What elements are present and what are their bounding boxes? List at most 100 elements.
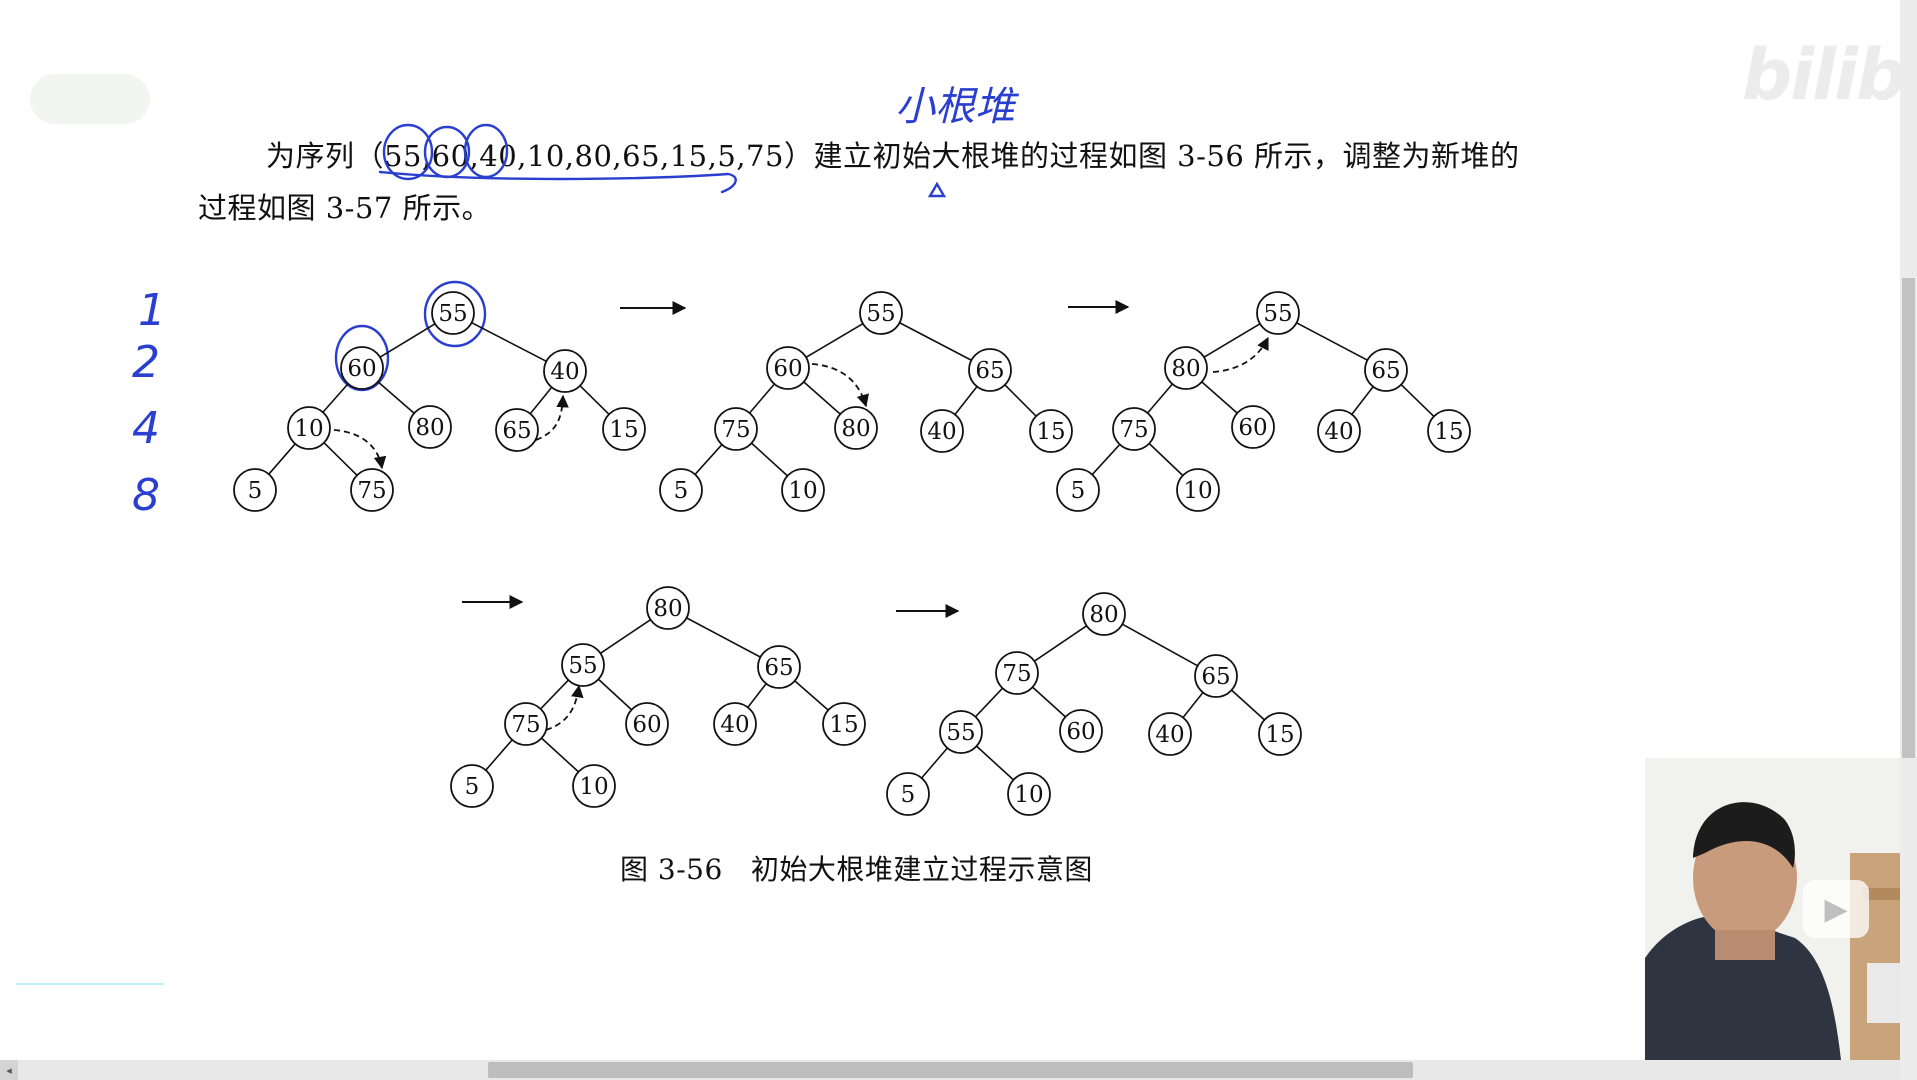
document-page: bilibili 为序列（55,60,40,10,80,65,15,5,75）建… [16, 34, 1917, 985]
heap-node-value: 60 [632, 712, 661, 738]
scroll-left-arrow-icon[interactable]: ◂ [0, 1060, 18, 1080]
heap-node-value: 40 [927, 419, 956, 445]
heap-node-circle [646, 586, 690, 630]
swap-arrow [333, 429, 387, 470]
play-icon[interactable]: ▶ [1803, 880, 1869, 938]
heap-node-circle [1231, 405, 1275, 449]
tree-edge [1400, 384, 1435, 417]
ink-circle-55 [382, 123, 434, 181]
heap-node-value: 65 [1201, 664, 1230, 690]
vertical-scrollbar-thumb[interactable] [1902, 278, 1915, 758]
heap-node-value: 75 [511, 712, 540, 738]
level-count-1: 1 [138, 285, 166, 336]
heap-node-value: 5 [1071, 478, 1086, 504]
tree-edge [322, 383, 349, 413]
heap-node-circle [713, 702, 757, 746]
heap-node-circle [968, 348, 1012, 392]
heap-node: 65 [1364, 348, 1408, 392]
level-count-2: 2 [132, 337, 160, 388]
heap-node: 15 [1029, 409, 1073, 453]
tree-edge [540, 679, 569, 710]
tree-edge [599, 619, 652, 654]
heap-node-value: 80 [841, 416, 870, 442]
heap-node-value: 15 [1036, 419, 1065, 445]
text-line2: 过程如图 3-57 所示。 [198, 191, 492, 225]
vertical-scrollbar[interactable] [1900, 0, 1917, 1080]
heap-node: 40 [543, 349, 587, 393]
heap-node-circle [886, 772, 930, 816]
tree-edge [974, 687, 1004, 718]
heap-node-circle [602, 407, 646, 451]
heap-node-circle [287, 406, 331, 450]
heap-node-circle [1056, 468, 1100, 512]
heap-node: 80 [408, 405, 452, 449]
handwriting-layer: 小根堆 1 2 4 8 [132, 84, 1020, 521]
heap-node-value: 5 [674, 478, 689, 504]
heap-node-value: 40 [720, 712, 749, 738]
horizontal-scrollbar-thumb[interactable] [488, 1062, 1413, 1078]
tree-edge [747, 683, 767, 708]
heap-node: 55 [561, 643, 605, 687]
heap-node: 75 [350, 468, 394, 512]
heap-node-value: 10 [579, 774, 608, 800]
heap-node-circle [504, 702, 548, 746]
tree-edge [921, 747, 948, 779]
heap-node-value: 55 [438, 301, 467, 327]
ink-caret [927, 181, 947, 198]
heap-node-circle [1007, 772, 1051, 816]
heap-node-circle [1164, 346, 1208, 390]
heap-node-value: 10 [1014, 782, 1043, 808]
heap-node-value: 55 [1263, 301, 1292, 327]
tree-edge [975, 745, 1015, 781]
heap-node-value: 40 [550, 359, 579, 385]
tree-edge [794, 680, 829, 711]
heap-node-circle [408, 405, 452, 449]
heap-node: 65 [1194, 654, 1238, 698]
heap-node-circle [920, 409, 964, 453]
tree-edge [954, 386, 978, 415]
tree-edge [1147, 383, 1173, 414]
heap-node-circle [1112, 407, 1156, 451]
heap-node-value: 10 [294, 416, 323, 442]
horizontal-scrollbar[interactable]: ◂ [0, 1060, 1900, 1080]
swap-arrow [545, 684, 584, 731]
tree-edge [803, 381, 841, 415]
tree-edge [1121, 623, 1199, 667]
heap-node: 15 [602, 407, 646, 451]
tree-edge [805, 323, 864, 358]
tree-edge [379, 323, 436, 358]
tree-edge [268, 443, 296, 475]
tree-edge [1201, 381, 1238, 414]
heap-node-circle [233, 468, 277, 512]
heap-node-value: 75 [357, 478, 386, 504]
heap-node-circle [495, 408, 539, 452]
heap-node-circle [834, 406, 878, 450]
heap-node: 55 [431, 291, 475, 335]
tree-edge [1182, 691, 1204, 719]
heap-node-circle [1317, 409, 1361, 453]
swap-arrow [811, 363, 869, 408]
heap-node-value: 65 [1371, 358, 1400, 384]
heap-node-value: 75 [1002, 661, 1031, 687]
heap-node-value: 40 [1155, 722, 1184, 748]
heap-node-value: 60 [347, 356, 376, 382]
heap-node-circle [1427, 409, 1471, 453]
heap-node: 80 [1164, 346, 1208, 390]
heap-node: 15 [1258, 712, 1302, 756]
tree-edge [686, 617, 761, 658]
heap-node-value: 80 [1089, 602, 1118, 628]
tree-edge [749, 383, 775, 414]
heap-node: 15 [822, 702, 866, 746]
heap-node-circle [995, 651, 1039, 695]
faded-overlay-control[interactable] [30, 74, 150, 124]
heap-node-value: 75 [721, 417, 750, 443]
heap-node: 10 [781, 468, 825, 512]
tree-edge [750, 442, 789, 477]
heap-node-circle [572, 764, 616, 808]
tree-edge [899, 322, 972, 361]
heap-node-circle [1082, 592, 1126, 636]
